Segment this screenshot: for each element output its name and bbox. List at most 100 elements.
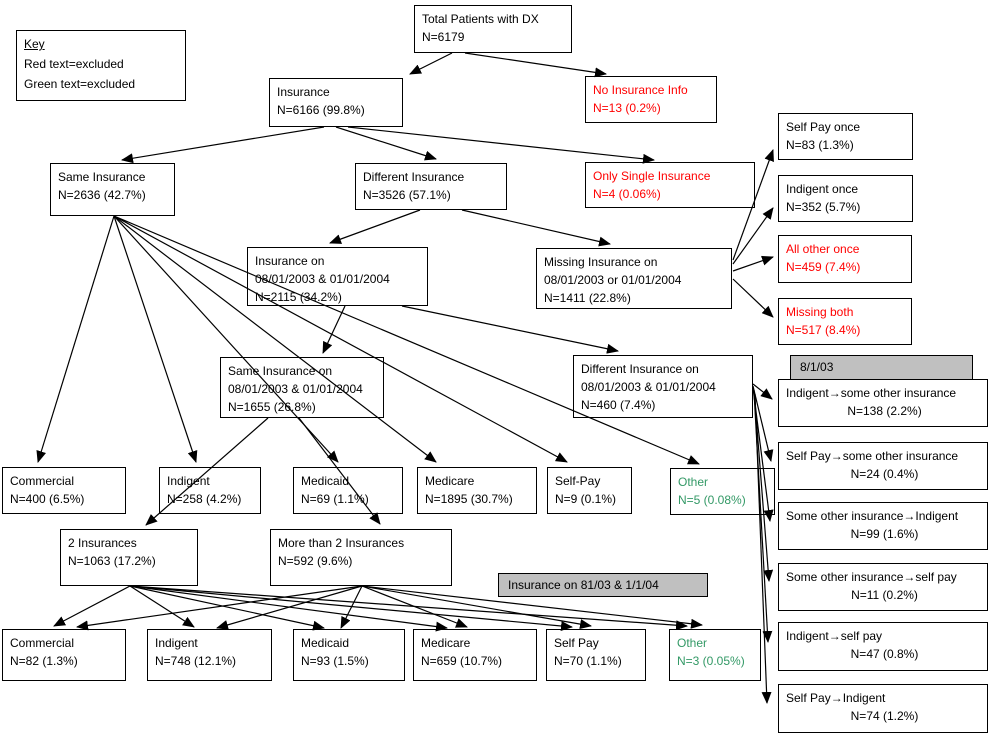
edge-same-to-indigent-upper — [113, 215, 198, 463]
value: N=70 (1.1%) — [554, 654, 622, 668]
node-indigent-lower: Indigent N=748 (12.1%) — [147, 629, 272, 681]
node-insurance: Insurance N=6166 (99.8%) — [269, 78, 403, 127]
edge-two-ins-to-medicaid-lower — [129, 585, 325, 631]
value: N=74 (1.2%) — [850, 709, 919, 723]
node-self-pay-to-indigent: Self Pay→Indigent N=74 (1.2%) — [778, 684, 988, 733]
header-insurance-on-dates: Insurance on 81/03 & 1/1/04 — [498, 573, 708, 597]
node-self-pay-once: Self Pay once N=83 (1.3%) — [778, 113, 913, 160]
value: N=138 (2.2%) — [847, 404, 922, 418]
node-medicaid-upper: Medicaid N=69 (1.1%) — [293, 467, 403, 514]
edge-diff-on-both-to-self-pay-to-some-other — [752, 385, 774, 462]
edge-diff-on-both-to-indigent-to-some-other — [752, 383, 773, 400]
value: N=9 (0.1%) — [555, 492, 617, 506]
node-only-single-insurance: Only Single Insurance N=4 (0.06%) — [585, 162, 755, 208]
label: Medicaid — [301, 474, 350, 488]
node-some-other-to-indigent: Some other insurance→Indigent N=99 (1.6%… — [778, 502, 988, 550]
value: N=258 (4.2%) — [167, 492, 242, 506]
value: N=6166 (99.8%) — [277, 103, 365, 117]
edge-total-to-insurance — [409, 52, 453, 75]
value: N=82 (1.3%) — [10, 654, 78, 668]
node-more-than-two-insurances: More than 2 Insurances N=592 (9.6%) — [270, 529, 452, 586]
label: Same Insurance — [58, 170, 146, 184]
edge-two-ins-to-medicare-lower — [129, 585, 448, 632]
edge-diff-on-both-to-indigent-to-self-pay — [753, 391, 773, 643]
value: N=352 (5.7%) — [786, 200, 861, 214]
node-different-insurance-on-both: Different Insurance on 08/01/2003 & 01/0… — [573, 355, 753, 418]
edge-more-two-to-medicaid-lower — [340, 585, 363, 629]
node-same-insurance: Same Insurance N=2636 (42.7%) — [50, 163, 175, 216]
value: N=2636 (42.7%) — [58, 188, 146, 202]
label: Insurance — [277, 85, 330, 99]
label: Indigent→some other insurance — [786, 386, 957, 400]
label: Indigent once — [786, 182, 859, 196]
label: Some other insurance→self pay — [786, 570, 957, 584]
node-other-lower: Other N=3 (0.05%) — [669, 629, 761, 681]
label: Missing both — [786, 305, 854, 319]
value: N=1895 (30.7%) — [425, 492, 513, 506]
edge-different-to-missing — [461, 209, 611, 247]
label: Medicaid — [301, 636, 350, 650]
node-insurance-on-both-dates: Insurance on 08/01/2003 & 01/01/2004 N=2… — [247, 247, 428, 306]
value: N=24 (0.4%) — [850, 467, 919, 481]
label: No Insurance Info — [593, 83, 688, 97]
node-missing-both: Missing both N=517 (8.4%) — [778, 298, 912, 345]
node-medicare-upper: Medicare N=1895 (30.7%) — [417, 467, 537, 514]
header-date-8-1-03: 8/1/03 — [790, 355, 973, 380]
label: Indigent — [155, 636, 198, 650]
edge-two-ins-to-commercial-lower — [53, 585, 131, 627]
node-total-patients: Total Patients with DX N=6179 — [414, 5, 572, 53]
legend-title: Key — [24, 37, 45, 51]
value: N=459 (7.4%) — [786, 260, 861, 274]
node-indigent-to-self-pay: Indigent→self pay N=47 (0.8%) — [778, 622, 988, 671]
label: Missing Insurance on 08/01/2003 or 01/01… — [544, 255, 682, 287]
value: N=1063 (17.2%) — [68, 554, 156, 568]
value: N=4 (0.06%) — [593, 187, 661, 201]
label: Indigent→self pay — [786, 629, 883, 643]
node-other-upper: Other N=5 (0.08%) — [670, 468, 775, 515]
label: Self Pay→Indigent — [786, 691, 886, 705]
value: N=99 (1.6%) — [850, 527, 919, 541]
label: Self-Pay — [555, 474, 601, 488]
node-indigent-once: Indigent once N=352 (5.7%) — [778, 175, 913, 222]
label: Self Pay→some other insurance — [786, 449, 959, 463]
label: Some other insurance→Indigent — [786, 509, 959, 523]
label: Other — [677, 636, 708, 650]
value: N=592 (9.6%) — [278, 554, 353, 568]
label: Only Single Insurance — [593, 169, 711, 183]
edge-more-two-to-medicare-lower — [361, 585, 468, 628]
value: N=6179 — [422, 30, 465, 44]
value: N=2115 (34.2%) — [255, 290, 342, 304]
legend-key-box: Key Red text=excluded Green text=exclude… — [16, 30, 186, 101]
node-self-pay-lower: Self Pay N=70 (1.1%) — [546, 629, 646, 681]
value: N=5 (0.08%) — [678, 493, 746, 507]
label: More than 2 Insurances — [278, 536, 405, 550]
node-medicaid-lower: Medicaid N=93 (1.5%) — [293, 629, 405, 681]
label: Commercial — [10, 474, 75, 488]
legend-red-line: Red text=excluded — [24, 57, 124, 71]
edge-insurance-to-only-single — [347, 126, 655, 164]
value: N=400 (6.5%) — [10, 492, 85, 506]
node-no-insurance-info: No Insurance Info N=13 (0.2%) — [585, 76, 717, 123]
edge-total-to-no-insurance — [464, 52, 607, 78]
node-same-insurance-on-both: Same Insurance on 08/01/2003 & 01/01/200… — [220, 357, 384, 418]
label: Other — [678, 475, 709, 489]
edge-missing-to-missing-both — [732, 278, 774, 318]
edge-two-ins-to-indigent-lower — [129, 585, 195, 628]
edge-more-two-to-indigent-lower — [216, 585, 363, 630]
legend-green-line: Green text=excluded — [24, 77, 136, 91]
node-two-insurances: 2 Insurances N=1063 (17.2%) — [60, 529, 198, 586]
edge-same-to-commercial-upper — [36, 215, 115, 463]
edge-different-to-insurance-on-both — [329, 209, 421, 244]
value: N=460 (7.4%) — [581, 398, 656, 412]
label: 2 Insurances — [68, 536, 137, 550]
edge-insurance-on-both-to-same-on-both — [322, 305, 346, 354]
value: N=47 (0.8%) — [850, 647, 919, 661]
label: Same Insurance on 08/01/2003 & 01/01/200… — [228, 364, 363, 396]
value: N=517 (8.4%) — [786, 323, 861, 337]
value: N=748 (12.1%) — [155, 654, 237, 668]
label: Insurance on 08/01/2003 & 01/01/2004 — [255, 254, 390, 286]
edge-missing-to-indigent-once — [732, 207, 774, 265]
value: N=1655 (26.8%) — [228, 400, 316, 414]
node-different-insurance: Different Insurance N=3526 (57.1%) — [355, 163, 507, 210]
